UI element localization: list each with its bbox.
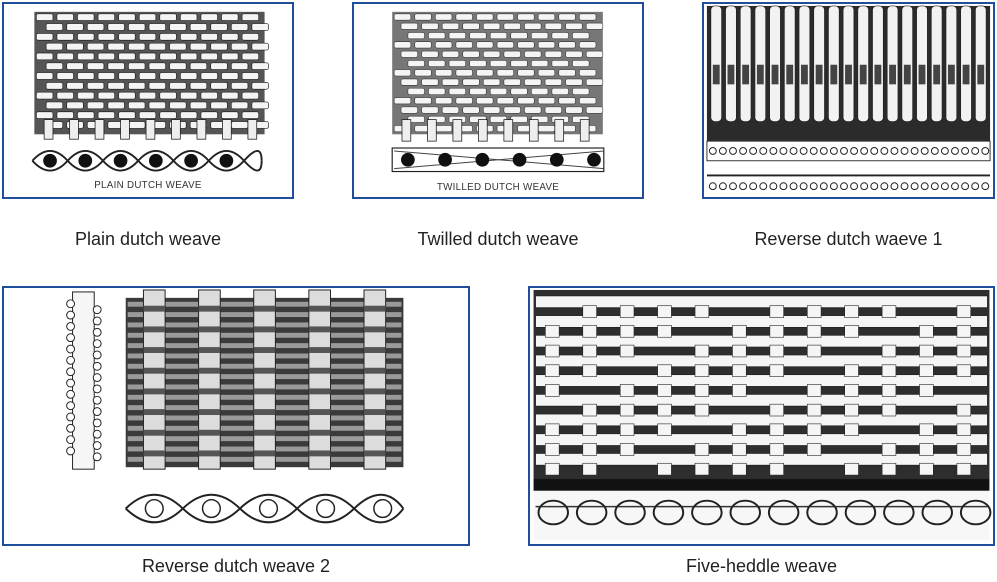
reverse-dutch-weave-1-caption: Reverse dutch waeve 1 (754, 229, 943, 249)
plain-dutch-weave-illustration: PLAIN DUTCH WEAVE (31, 11, 269, 191)
plain-dutch-weave-inner-label: PLAIN DUTCH WEAVE (94, 180, 202, 191)
twilled-dutch-weave-caption: Twilled dutch weave (417, 229, 579, 249)
twilled-dutch-weave-illustration: TWILLED DUTCH WEAVE (391, 11, 605, 193)
reverse-dutch-weave-2-illustration (66, 289, 405, 524)
twilled-dutch-weave-panel: TWILLED DUTCH WEAVE (352, 2, 644, 199)
twilled-dutch-weave-inner-label: TWILLED DUTCH WEAVE (437, 182, 559, 193)
plain-dutch-weave-panel: PLAIN DUTCH WEAVE (2, 2, 294, 199)
reverse-dutch-weave-2-panel (2, 286, 470, 546)
five-heddle-weave-panel (528, 286, 995, 546)
plain-dutch-weave-caption: Plain dutch weave (74, 229, 222, 249)
five-heddle-weave-illustration (533, 289, 992, 541)
reverse-dutch-weave-2-caption: Reverse dutch weave 2 (141, 556, 331, 576)
reverse-dutch-weave-1-illustration (706, 5, 991, 191)
reverse-dutch-weave-1-panel (702, 2, 995, 199)
five-heddle-weave-caption: Five-heddle weave (685, 556, 838, 576)
